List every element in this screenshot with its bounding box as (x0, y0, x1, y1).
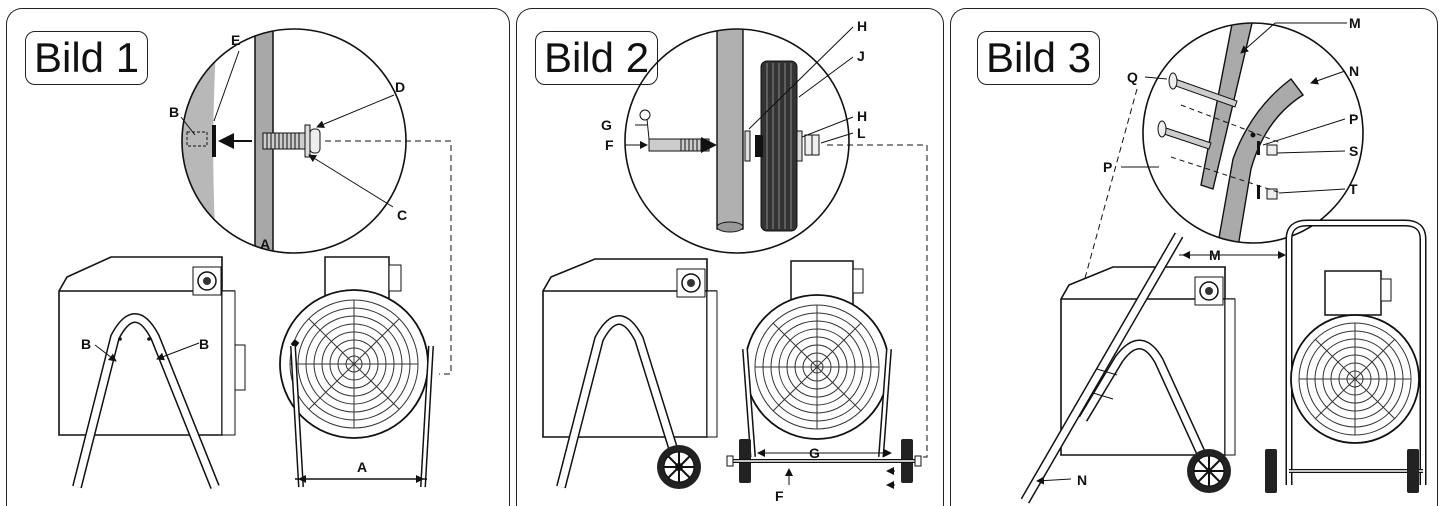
label-s: S (1349, 143, 1358, 159)
label-h-mid: H (857, 108, 867, 124)
label-d: D (395, 79, 405, 95)
label-q: Q (1127, 69, 1138, 85)
label-p-left: P (1103, 159, 1112, 175)
label-m-top: M (1349, 15, 1361, 31)
label-b-left: B (81, 336, 91, 352)
label-b-inset: B (169, 104, 179, 120)
diagram-bild-3: M N Q P S P T M N (1020, 15, 1427, 504)
label-a-inset: A (260, 236, 270, 252)
label-m-dimension: M (1209, 247, 1221, 263)
label-a-dimension: A (357, 459, 367, 475)
label-t: T (1349, 181, 1358, 197)
panel-title: Bild 2 (535, 31, 659, 85)
panel-bild-3: Bild 3 (950, 8, 1438, 506)
label-c: C (397, 207, 407, 223)
panel-bild-2: Bild 2 (516, 8, 944, 506)
label-j: J (857, 48, 865, 64)
label-f-top: F (605, 137, 614, 153)
label-b-right: B (199, 336, 209, 352)
label-h-top: H (857, 18, 867, 34)
label-l: L (857, 125, 866, 141)
diagram-bild-1: E D B C A B B A (58, 28, 452, 489)
label-g-top: G (601, 117, 612, 133)
label-n-top: N (1349, 63, 1359, 79)
label-g-dimension: G (809, 445, 820, 461)
label-n-bottom: N (1077, 472, 1087, 488)
diagram-bild-2: H J H G L F G F (542, 18, 928, 504)
panel-title: Bild 1 (25, 31, 149, 85)
label-p-right: P (1349, 111, 1358, 127)
label-f-bottom: F (775, 488, 784, 504)
label-e: E (231, 32, 240, 48)
panel-bild-1: Bild 1 (6, 8, 510, 506)
panel-title: Bild 3 (977, 31, 1101, 85)
